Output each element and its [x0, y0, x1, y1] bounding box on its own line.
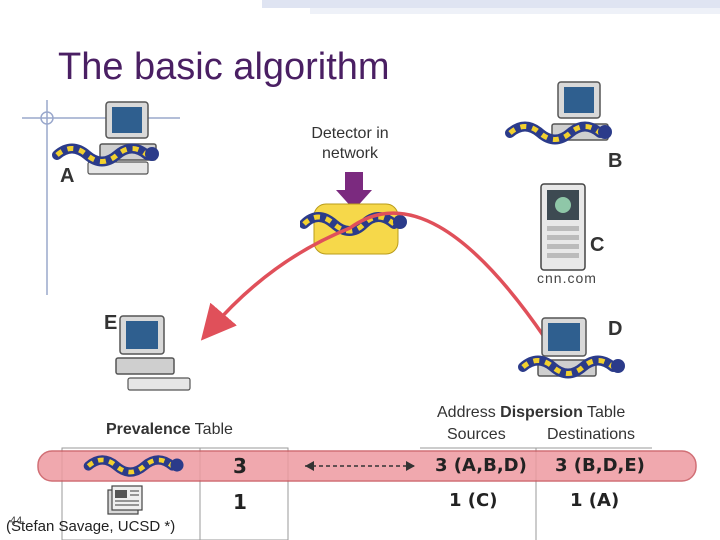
slide-number: 44	[10, 515, 23, 527]
node-label-e: E	[104, 312, 118, 334]
node-label-c: C	[590, 234, 605, 256]
dispersion-row1-sources: 3 (A,B,D)	[435, 455, 527, 476]
prevalence-title-rest: Table	[194, 421, 233, 438]
worm-icon	[505, 121, 612, 145]
dispersion-row2-destinations: 1 (A)	[570, 490, 620, 511]
detector-arrow-icon	[336, 172, 372, 210]
prevalence-row2-value: 1	[233, 490, 247, 514]
computer-icon	[115, 315, 191, 391]
credit-text: (Stefan Savage, UCSD *)	[6, 518, 176, 535]
dispersion-title-part3: Table	[587, 404, 626, 421]
page-title: The basic algorithm	[58, 46, 390, 88]
dispersion-row2-sources: 1 (C)	[449, 490, 498, 511]
prevalence-row1-value: 3	[233, 454, 247, 478]
node-label-b: B	[608, 150, 623, 172]
column-header-sources: Sources	[447, 426, 506, 443]
server-icon	[540, 183, 586, 271]
prevalence-title-bold: Prevalence	[106, 421, 191, 438]
worm-icon	[83, 455, 184, 477]
column-header-destinations: Destinations	[547, 426, 636, 443]
dispersion-row1-destinations: 3 (B,D,E)	[555, 455, 645, 476]
server-caption: cnn.com	[537, 270, 597, 286]
node-label-a: A	[60, 165, 75, 187]
dispersion-title-part1: Address	[437, 404, 496, 421]
detector-label-line1: Detector in	[311, 125, 389, 142]
worm-icon	[52, 143, 159, 167]
prevalence-table-title: Prevalence Table	[106, 421, 233, 439]
detector-label-line2: network	[321, 145, 379, 162]
node-label-d: D	[608, 318, 623, 340]
dispersion-table-title: Address Dispersion Table	[437, 404, 625, 422]
dispersion-title-bold: Dispersion	[500, 404, 583, 421]
worm-icon	[518, 355, 625, 379]
detector-label: Detector in network	[296, 124, 404, 164]
newspaper-icon	[107, 485, 143, 515]
